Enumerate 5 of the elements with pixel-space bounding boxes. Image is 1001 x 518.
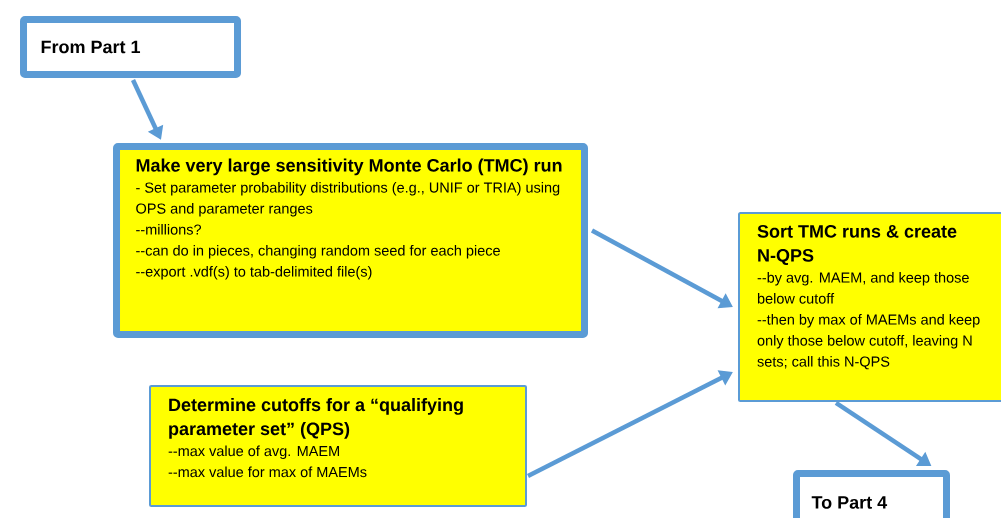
terminal-box: To Part 4: [793, 470, 950, 518]
terminal-box: From Part 1: [20, 16, 241, 78]
process-box: Determine cutoffs for a “qualifying parameter set” (QPS) --max value of avg. MAEM --max value for max of MAEMs: [149, 385, 527, 507]
process-box: Sort TMC runs & create N-QPS --by avg. MAEM, and keep those below cutoff --then by max of MAEMs and keep only those below cutoff, leaving N sets; call this N-QPS: [738, 212, 1001, 402]
process-box: Make very large sensitivity Monte Carlo (TMC) run - Set parameter probability distributions (e.g., UNIF or TRIA) using OPS and parameter ranges --millions? --can do in pieces, changing random seed for each piece --export .vdf(s) to tab-delimited file(s): [113, 143, 588, 338]
